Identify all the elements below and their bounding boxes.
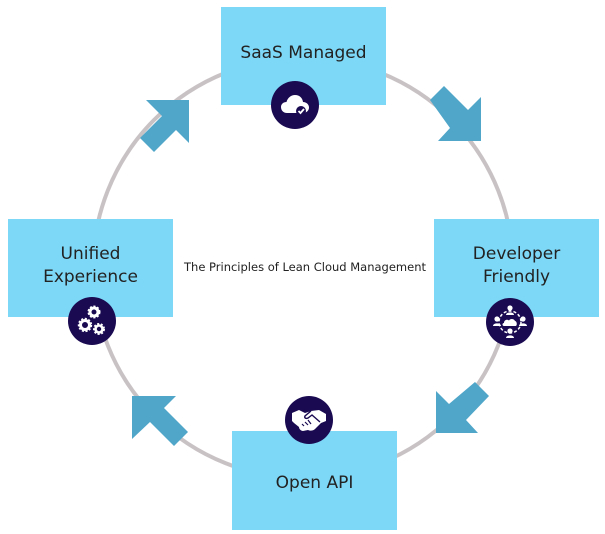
node-label: Developer Friendly	[472, 244, 561, 287]
node-open-api: Open API	[232, 431, 397, 530]
arrow-bottom-right	[436, 382, 489, 433]
people-network-icon	[486, 298, 534, 346]
node-label: Unified Experience	[43, 244, 138, 287]
arrow-top-left	[140, 100, 189, 152]
node-label: SaaS Managed	[240, 42, 367, 63]
handshake-icon	[285, 396, 333, 444]
arrow-top-right	[430, 86, 481, 141]
node-developer-friendly: Developer Friendly	[434, 219, 599, 317]
cloud-check-icon	[271, 81, 319, 129]
arrow-shape	[140, 100, 189, 152]
node-unified-experience: Unified Experience	[8, 219, 173, 317]
node-label: Open API	[275, 473, 354, 493]
arrow-shape	[430, 86, 481, 141]
gears-icon	[68, 297, 116, 345]
arrow-shape	[436, 382, 489, 433]
arrow-bottom-left	[132, 396, 188, 446]
diagram-title: The Principles of Lean Cloud Management	[184, 260, 426, 274]
arrow-shape	[132, 396, 188, 446]
